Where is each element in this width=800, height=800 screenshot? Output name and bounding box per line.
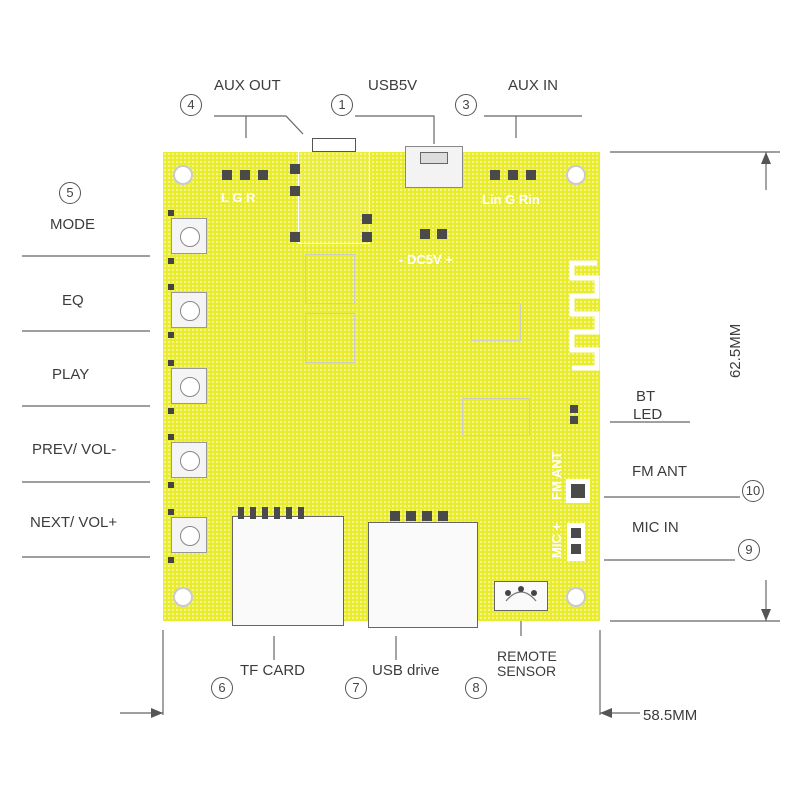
remote-sensor-pins [505,586,537,602]
aux-out-pad-l [222,170,232,180]
button-pin [168,434,174,440]
usb-drive-pin [438,511,448,521]
fm-ant-pad [571,484,585,498]
bt-led-label-1: BT [636,388,656,405]
mic-pad-neg [571,544,581,554]
usb-drive-pin [390,511,400,521]
chip-outline [471,303,521,341]
usb-drive-pin [406,511,416,521]
play-button[interactable] [171,368,207,404]
prev-vol-label: PREV/ VOL- [32,441,117,458]
bt-led-pad [570,416,578,424]
mode-button[interactable] [171,218,207,254]
remote-sensor-label-1: REMOTE [497,648,557,664]
mic-board-text: MIC + [549,522,564,558]
button-pin [168,258,174,264]
aux-jack-pad [290,232,300,242]
mic-pad-pos [571,528,581,538]
bt-antenna-trace [569,260,600,371]
mount-hole-tr [566,165,586,185]
mode-label: MODE [50,216,95,233]
aux-in-pad-g [508,170,518,180]
usb5v-label: USB5V [368,77,418,94]
button-pin [168,210,174,216]
bt-led-label-2: LED [633,406,663,423]
callout-9: 9 [738,539,760,561]
button-pin [168,284,174,290]
next-vol-label: NEXT/ VOL+ [30,514,118,531]
aux-jack-pad [290,186,300,196]
chip-outline [462,398,530,436]
tf-card-slot[interactable] [232,516,344,626]
button-pin [168,332,174,338]
dc5v-pad-neg [420,229,430,239]
tf-card-label: TF CARD [240,662,305,679]
usb-drive-label: USB drive [372,662,440,679]
callout-4: 4 [180,94,202,116]
callout-3: 3 [455,94,477,116]
usb-drive-pin [422,511,432,521]
remote-sensor-label-2: SENSOR [497,663,557,679]
next-vol-button[interactable] [171,517,207,553]
fm-ant-board-text: FM ANT [549,451,564,500]
aux-jack-pad [362,232,372,242]
mic-in-label: MIC IN [632,519,679,536]
callout-6: 6 [211,677,233,699]
tf-card-pin [298,507,304,519]
aux-out-pin-text: L G R [221,190,256,205]
aux-out-pad-r [258,170,268,180]
callout-1: 1 [331,94,353,116]
button-pin [168,408,174,414]
tf-card-pin [238,507,244,519]
aux-out-pad-g [240,170,250,180]
chip-outline [305,254,355,304]
dc5v-pad-pos [437,229,447,239]
bt-led-pad [570,405,578,413]
callout-7: 7 [345,677,367,699]
prev-vol-button[interactable] [171,442,207,478]
usb-drive-port[interactable] [368,522,478,628]
callout-8: 8 [465,677,487,699]
aux-jack-pad [290,164,300,174]
play-label: PLAY [52,366,90,383]
micro-usb-port [405,146,463,188]
mount-hole-bl [173,587,193,607]
button-pin [168,509,174,515]
height-dimension: 62.5MM [727,323,744,378]
width-dimension: 58.5MM [643,707,698,724]
tf-card-pin [274,507,280,519]
aux-in-pin-text: Lin G Rin [482,192,540,207]
micro-usb-opening [420,152,448,164]
aux-out-label: AUX OUT [214,77,281,94]
button-pin [168,557,174,563]
aux-jack-barrel [312,138,356,152]
fm-ant-label: FM ANT [632,463,687,480]
aux-jack [298,150,370,244]
aux-in-label: AUX IN [508,77,559,94]
chip-outline [305,313,355,363]
tf-card-pin [286,507,292,519]
callout-5: 5 [59,182,81,204]
callout-10: 10 [742,480,764,502]
dc5v-text: - DC5V + [399,252,453,267]
eq-label: EQ [62,292,84,309]
aux-jack-pad [362,214,372,224]
mount-hole-tl [173,165,193,185]
mount-hole-br [566,587,586,607]
button-pin [168,482,174,488]
tf-card-pin [250,507,256,519]
aux-in-pad-lin [490,170,500,180]
aux-in-pad-rin [526,170,536,180]
eq-button[interactable] [171,292,207,328]
button-pin [168,360,174,366]
tf-card-pin [262,507,268,519]
